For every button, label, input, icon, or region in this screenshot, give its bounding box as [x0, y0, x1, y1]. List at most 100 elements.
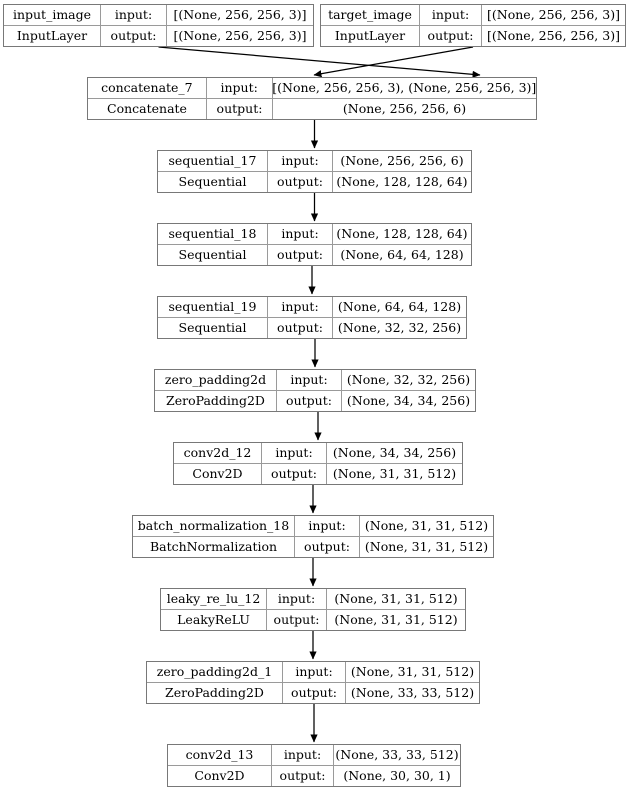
- node-output-shape: (None, 31, 31, 512): [364, 538, 489, 554]
- node-output-label: output:: [267, 609, 327, 630]
- node-layer-name: leaky_re_lu_12: [161, 589, 267, 609]
- node-class-name: ZeroPadding2D: [147, 682, 283, 703]
- node-input-label: input:: [267, 589, 327, 609]
- node-output-shape: (None, 31, 31, 512): [334, 611, 458, 627]
- node-layer-name: sequential_18: [158, 224, 268, 244]
- node-output-shape: [(None, 256, 256, 3)]: [173, 27, 307, 43]
- node-layer-name: sequential_17: [158, 151, 268, 171]
- node-output-label: output:: [268, 244, 333, 265]
- node-output-label: output:: [272, 765, 334, 786]
- node-output-label: output:: [262, 463, 327, 484]
- node-output-shape: (None, 64, 64, 128): [340, 246, 464, 262]
- node-layer-name: conv2d_13: [168, 745, 272, 765]
- node-output-label: output:: [283, 682, 346, 703]
- node-output-shape: (None, 32, 32, 256): [337, 319, 462, 335]
- node-layer-name: sequential_19: [158, 297, 268, 317]
- node-output-label: output:: [420, 25, 482, 46]
- node-input-label: input:: [268, 151, 333, 171]
- node-output-shape: (None, 31, 31, 512): [332, 465, 457, 481]
- node-input-shape: [(None, 256, 256, 3), (None, 256, 256, 3…: [272, 79, 536, 95]
- node-input-shape: (None, 31, 31, 512): [334, 590, 458, 606]
- node-input-shape: (None, 128, 128, 64): [336, 225, 468, 241]
- node-output-label: output:: [101, 25, 167, 46]
- node-input-label: input:: [272, 745, 334, 765]
- node-layer-name: input_image: [4, 5, 101, 25]
- node-input-label: input:: [295, 516, 360, 536]
- node-class-name: Concatenate: [88, 98, 207, 119]
- edge-input_image-to-concatenate_7: [158, 46, 481, 78]
- node-class-name: Sequential: [158, 317, 268, 338]
- node-layer-name: concatenate_7: [88, 78, 207, 98]
- node-output-shape: [(None, 256, 256, 3)]: [487, 27, 620, 43]
- node-output-label: output:: [268, 317, 333, 338]
- node-class-name: Conv2D: [174, 463, 262, 484]
- node-input-shape: [(None, 256, 256, 3)]: [173, 6, 307, 22]
- node-layer-name: target_image: [321, 5, 420, 25]
- node-output-shape: (None, 128, 128, 64): [336, 173, 468, 189]
- node-input-label: input:: [207, 78, 273, 98]
- node-output-shape: (None, 34, 34, 256): [346, 392, 471, 408]
- node-input-shape: (None, 33, 33, 512): [335, 746, 459, 762]
- node-input-label: input:: [420, 5, 482, 25]
- node-input-label: input:: [262, 443, 327, 463]
- node-output-label: output:: [268, 171, 333, 192]
- node-input-shape: (None, 34, 34, 256): [332, 444, 457, 460]
- node-input-label: input:: [268, 297, 333, 317]
- node-input-label: input:: [277, 370, 342, 390]
- node-class-name: BatchNormalization: [133, 536, 295, 557]
- node-class-name: InputLayer: [4, 25, 101, 46]
- node-class-name: Sequential: [158, 171, 268, 192]
- node-output-shape: (None, 256, 256, 6): [342, 100, 467, 116]
- node-layer-name: zero_padding2d: [155, 370, 277, 390]
- node-class-name: ZeroPadding2D: [155, 390, 277, 411]
- node-input-label: input:: [268, 224, 333, 244]
- node-input-shape: (None, 31, 31, 512): [350, 663, 475, 679]
- node-class-name: InputLayer: [321, 25, 420, 46]
- node-layer-name: zero_padding2d_1: [147, 662, 283, 682]
- node-input-shape: (None, 64, 64, 128): [337, 298, 462, 314]
- node-class-name: Conv2D: [168, 765, 272, 786]
- node-output-label: output:: [277, 390, 342, 411]
- node-class-name: Sequential: [158, 244, 268, 265]
- node-input-shape: (None, 32, 32, 256): [346, 371, 471, 387]
- node-output-shape: (None, 33, 33, 512): [350, 684, 475, 700]
- node-layer-name: batch_normalization_18: [133, 516, 295, 536]
- node-input-shape: (None, 31, 31, 512): [364, 517, 489, 533]
- node-input-label: input:: [283, 662, 346, 682]
- node-output-label: output:: [295, 536, 360, 557]
